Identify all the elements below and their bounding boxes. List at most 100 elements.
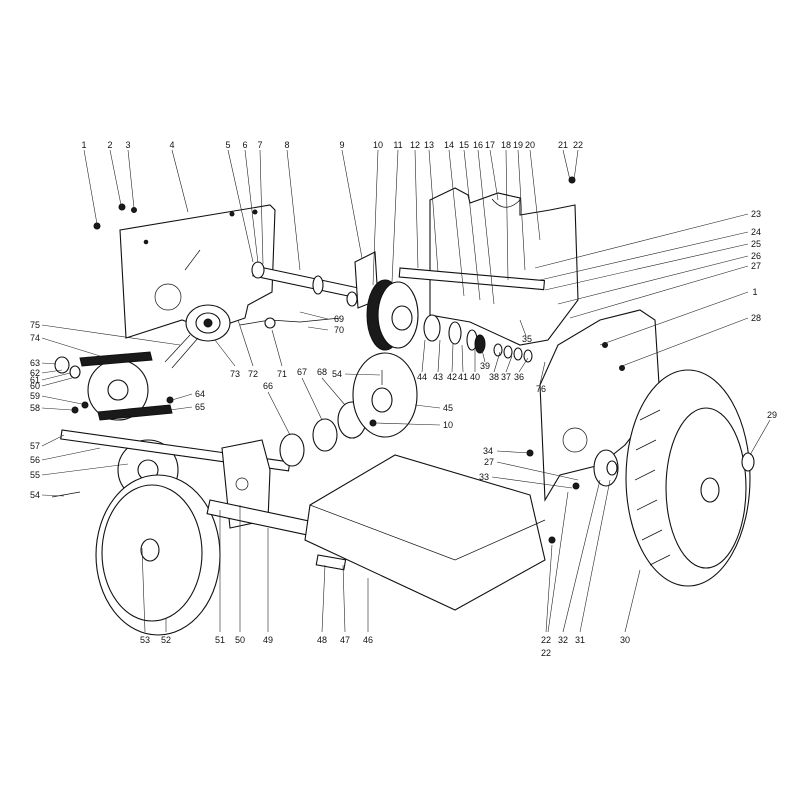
callout-4: 4 xyxy=(169,140,189,213)
svg-text:47: 47 xyxy=(340,635,350,645)
svg-text:15: 15 xyxy=(459,140,469,150)
callout-56: 56 xyxy=(30,447,101,465)
callout-37: 37 xyxy=(501,355,513,382)
svg-text:1: 1 xyxy=(81,140,86,150)
svg-text:24: 24 xyxy=(751,227,761,237)
svg-text:64: 64 xyxy=(195,389,205,399)
callout-34: 34 xyxy=(483,446,531,456)
svg-text:22: 22 xyxy=(541,635,551,645)
svg-text:36: 36 xyxy=(514,372,524,382)
callout-46: 46 xyxy=(363,578,373,645)
callout-74: 74 xyxy=(30,333,101,357)
svg-text:60: 60 xyxy=(30,381,40,391)
right-tire xyxy=(625,369,751,587)
callout-32: 32 xyxy=(558,479,601,645)
svg-text:12: 12 xyxy=(410,140,420,150)
svg-text:54: 54 xyxy=(332,369,342,379)
svg-text:14: 14 xyxy=(444,140,454,150)
callout-44: 44 xyxy=(417,339,427,382)
callout-67: 67 xyxy=(297,367,323,421)
upper-shaft xyxy=(251,261,364,307)
callout-17: 17 xyxy=(485,140,499,201)
callout-76: 76 xyxy=(536,361,546,394)
svg-text:58: 58 xyxy=(30,403,40,413)
svg-text:33: 33 xyxy=(479,472,489,482)
callout-16: 16 xyxy=(473,140,495,305)
svg-text:29: 29 xyxy=(767,410,777,420)
callout-36: 36 xyxy=(514,357,529,382)
svg-text:65: 65 xyxy=(195,402,205,412)
svg-text:21: 21 xyxy=(558,140,568,150)
callout-29: 29 xyxy=(749,410,777,456)
svg-text:28: 28 xyxy=(751,313,761,323)
callout-22-bottom-a: 22 xyxy=(541,544,553,645)
right-upper-plate xyxy=(429,187,579,346)
svg-text:63: 63 xyxy=(30,358,40,368)
drive-pan xyxy=(304,454,546,611)
svg-text:51: 51 xyxy=(215,635,225,645)
callout-1: 1 xyxy=(81,140,98,225)
svg-text:52: 52 xyxy=(161,635,171,645)
svg-text:53: 53 xyxy=(140,635,150,645)
callout-39: 39 xyxy=(480,349,490,371)
idler-pulley xyxy=(164,304,231,369)
friction-disc xyxy=(352,352,418,438)
callout-42: 42 xyxy=(447,343,457,382)
svg-text:17: 17 xyxy=(485,140,495,150)
svg-text:16: 16 xyxy=(473,140,483,150)
svg-text:41: 41 xyxy=(458,372,468,382)
svg-text:27: 27 xyxy=(751,261,761,271)
svg-text:35: 35 xyxy=(522,334,532,344)
callout-11: 11 xyxy=(391,140,403,283)
callout-71: 71 xyxy=(271,329,287,379)
callout-25: 25 xyxy=(544,239,761,291)
callout-26: 26 xyxy=(557,251,761,305)
svg-text:20: 20 xyxy=(525,140,535,150)
callout-66: 66 xyxy=(263,381,291,436)
svg-text:39: 39 xyxy=(480,361,490,371)
callout-62: 62 xyxy=(30,368,63,378)
svg-text:48: 48 xyxy=(317,635,327,645)
svg-text:70: 70 xyxy=(334,325,344,335)
wheel-hub xyxy=(593,449,619,487)
callout-18: 18 xyxy=(501,140,511,281)
svg-text:72: 72 xyxy=(248,369,258,379)
svg-text:74: 74 xyxy=(30,333,40,343)
callout-58: 58 xyxy=(30,403,73,413)
callout-13: 13 xyxy=(424,140,439,273)
callout-59: 59 xyxy=(30,391,83,405)
callout-30: 30 xyxy=(620,569,641,645)
callout-61: 61 xyxy=(30,372,71,385)
svg-text:4: 4 xyxy=(169,140,174,150)
svg-text:9: 9 xyxy=(339,140,344,150)
callout-54-left: 54 xyxy=(30,490,65,500)
callout-labels: 1 2 3 4 5 6 7 8 9 10 11 12 13 14 15 16 1… xyxy=(30,140,777,658)
callout-27-mid: 27 xyxy=(484,457,579,481)
svg-text:7: 7 xyxy=(257,140,262,150)
svg-text:10: 10 xyxy=(443,420,453,430)
callout-72: 72 xyxy=(237,319,258,379)
callout-12: 12 xyxy=(410,140,420,269)
callout-14: 14 xyxy=(444,140,465,297)
callout-41: 41 xyxy=(458,344,468,382)
svg-text:5: 5 xyxy=(225,140,230,150)
svg-text:30: 30 xyxy=(620,635,630,645)
svg-text:69: 69 xyxy=(334,314,344,324)
svg-text:8: 8 xyxy=(284,140,289,150)
callout-8: 8 xyxy=(284,140,301,271)
callout-53: 53 xyxy=(140,547,150,645)
svg-text:1: 1 xyxy=(752,287,757,297)
callout-31: 31 xyxy=(575,479,611,645)
svg-text:50: 50 xyxy=(235,635,245,645)
callout-2: 2 xyxy=(107,140,122,206)
svg-text:46: 46 xyxy=(363,635,373,645)
callout-19: 19 xyxy=(513,140,526,271)
callout-22-top: 22 xyxy=(573,140,583,181)
svg-text:49: 49 xyxy=(263,635,273,645)
callout-57: 57 xyxy=(30,434,65,451)
svg-text:13: 13 xyxy=(424,140,434,150)
callout-70: 70 xyxy=(307,325,344,335)
svg-text:18: 18 xyxy=(501,140,511,150)
svg-text:73: 73 xyxy=(230,369,240,379)
svg-text:66: 66 xyxy=(263,381,273,391)
